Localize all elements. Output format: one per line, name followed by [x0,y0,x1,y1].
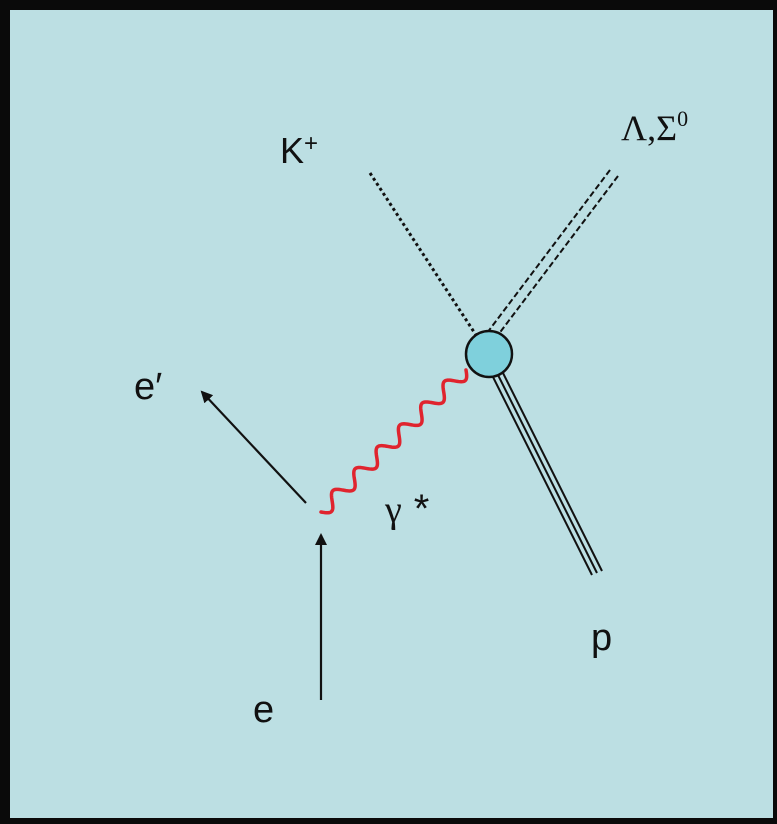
virtual-photon-gamma: γ [384,489,402,531]
kaon-label-charge: + [304,130,318,157]
hyperon-line-a [486,169,611,334]
virtual-photon-star: * [414,487,430,531]
virtual-photon-line [319,368,469,515]
scattered-electron-label: e′ [134,366,162,408]
hyperon-label-sup: 0 [677,106,688,131]
incoming-electron-label: e [253,689,274,731]
proton-line-a [491,374,593,576]
proton-line-c [501,370,603,572]
kaon-label-base: K [280,130,304,171]
virtual-photon-label: γ* [384,487,429,531]
hyperon-label-base: Λ,Σ [621,108,677,148]
scattered-electron-line [200,390,307,504]
kaon-line [368,172,478,336]
hyperon-label: Λ,Σ0 [621,106,688,148]
proton-line-b [496,372,598,574]
hyperon-line-b [494,175,619,340]
kaon-label: K+ [280,130,318,171]
proton-label: p [591,617,612,659]
interaction-vertex [464,329,514,379]
